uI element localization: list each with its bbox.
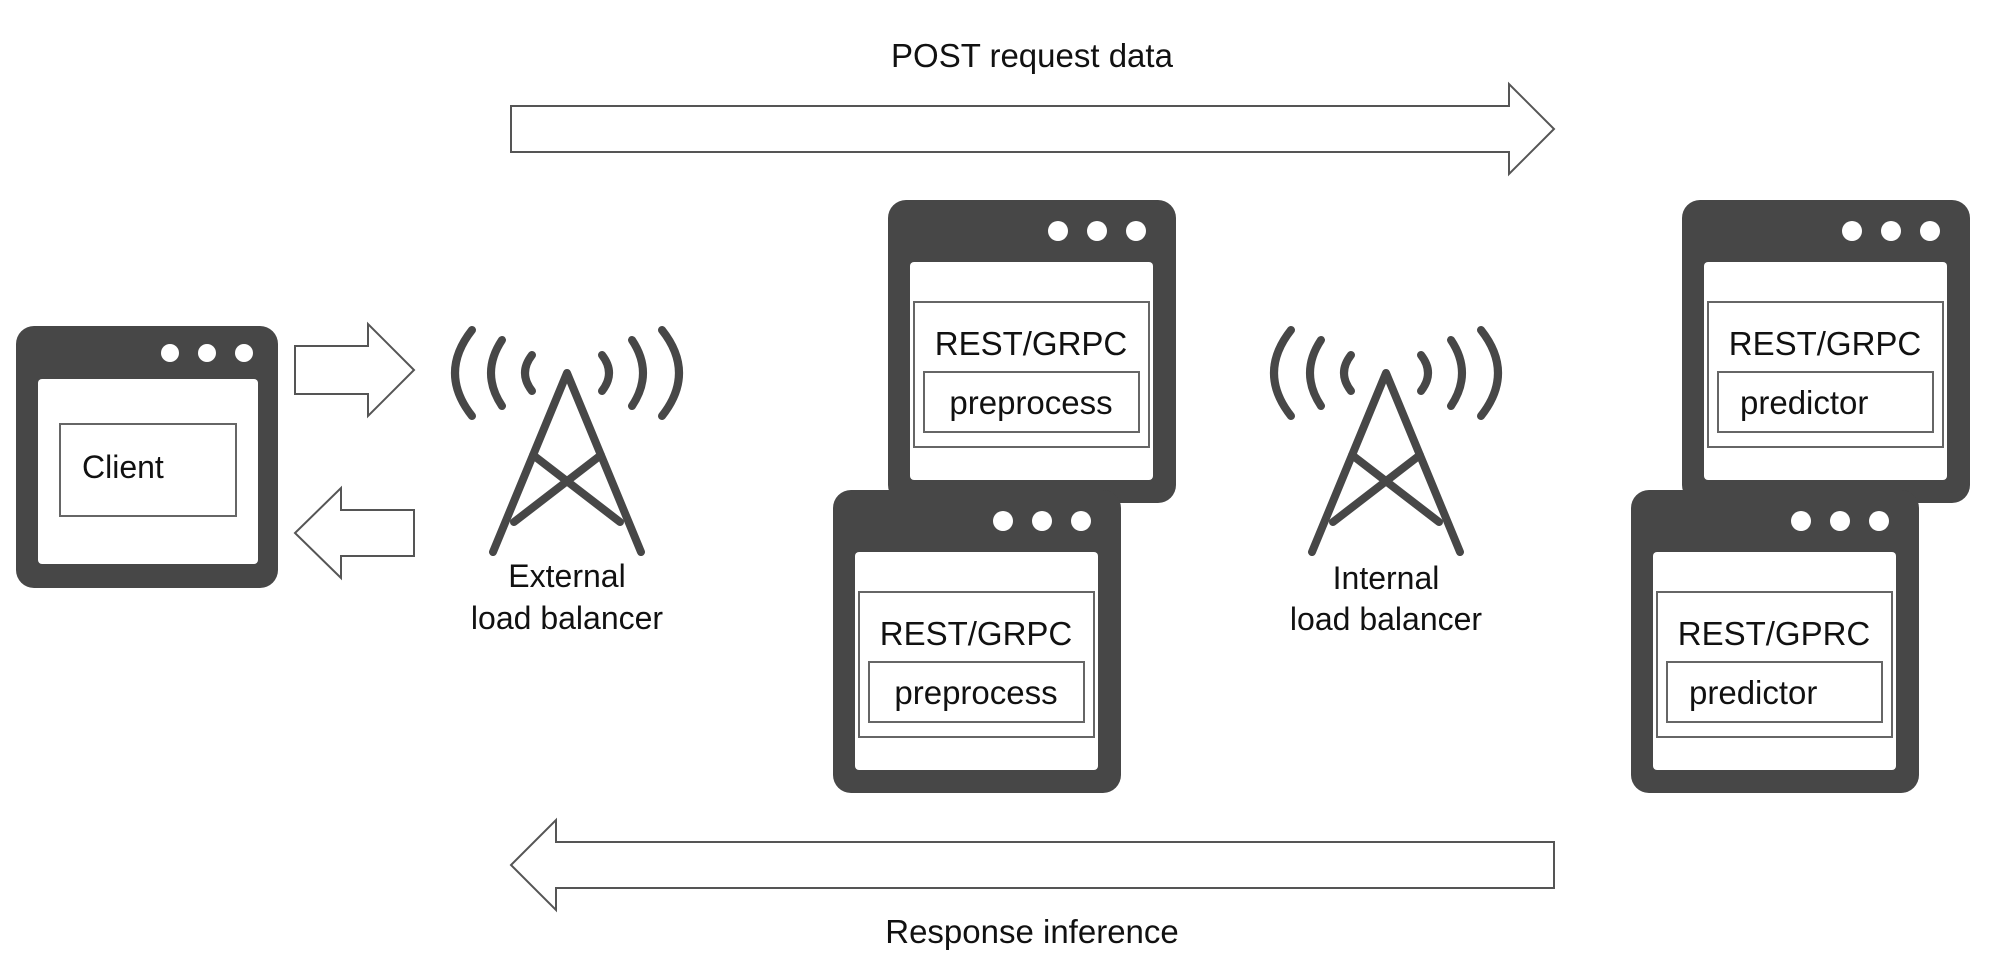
internal-load-balancer: Internal load balancer	[1270, 326, 1502, 637]
response-flow-arrow: Response inference	[509, 817, 1555, 950]
left-arrow-icon	[509, 817, 1555, 913]
component-box	[868, 661, 1085, 723]
component-label: predictor	[1689, 674, 1817, 711]
antenna-tower-icon	[1270, 326, 1502, 556]
component-label: preprocess	[949, 384, 1112, 421]
request-flow-arrow: POST request data	[510, 37, 1556, 177]
internal-lb-label-line2: load balancer	[1290, 601, 1482, 637]
service-protocol-label: REST/GRPC	[1729, 325, 1922, 362]
preprocess-node-1: REST/GRPC preprocess	[888, 200, 1176, 503]
predictor-node-2: REST/GPRC predictor	[1631, 490, 1919, 793]
external-lb-label-line1: External	[508, 558, 625, 594]
antenna-tower-icon	[451, 326, 683, 556]
service-protocol-label: REST/GPRC	[1678, 615, 1871, 652]
client-label: Client	[82, 449, 164, 485]
preprocess-node-2: REST/GRPC preprocess	[833, 490, 1121, 793]
service-protocol-label: REST/GRPC	[880, 615, 1073, 652]
internal-lb-label-line1: Internal	[1333, 560, 1440, 596]
component-box	[1717, 371, 1934, 433]
predictor-node-1: REST/GRPC predictor	[1682, 200, 1970, 503]
external-load-balancer: External load balancer	[451, 326, 683, 636]
lb-to-client-arrow-icon	[293, 485, 415, 581]
external-lb-label-line2: load balancer	[471, 600, 663, 636]
response-arrow-label: Response inference	[885, 913, 1179, 950]
client-box	[59, 423, 237, 517]
component-box	[1666, 661, 1883, 723]
component-label: preprocess	[894, 674, 1057, 711]
client-to-lb-arrow-icon	[294, 321, 416, 419]
service-protocol-label: REST/GRPC	[935, 325, 1128, 362]
component-box	[923, 371, 1140, 433]
right-arrow-icon	[510, 81, 1556, 177]
client-window: Client	[16, 326, 278, 588]
request-arrow-label: POST request data	[891, 37, 1174, 74]
component-label: predictor	[1740, 384, 1868, 421]
